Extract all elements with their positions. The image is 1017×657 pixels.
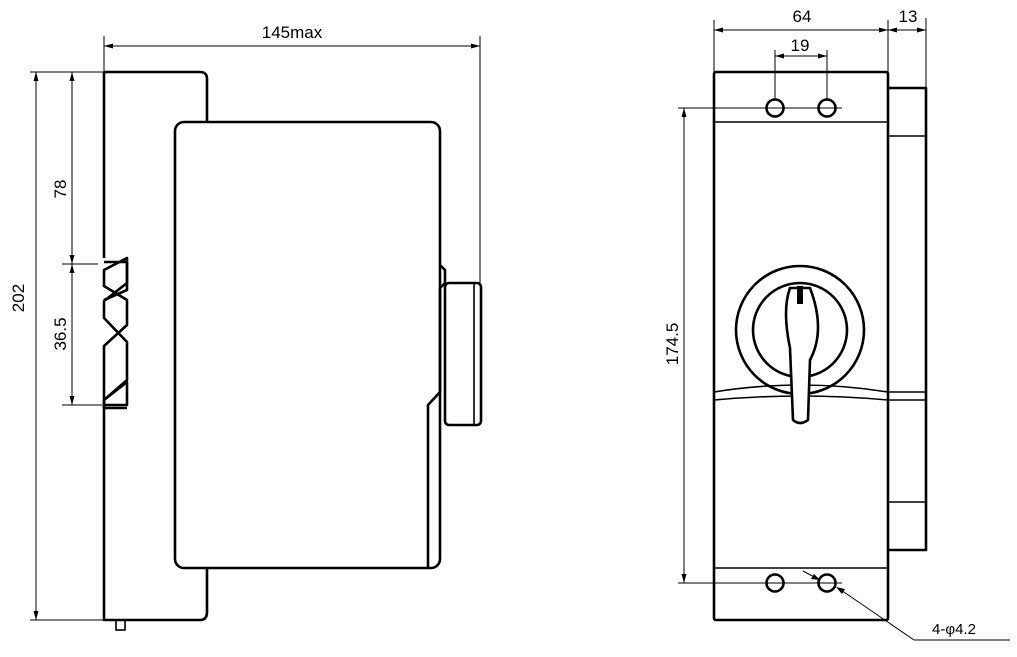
mounting-hole-top-left	[765, 98, 785, 118]
side-front-step	[426, 264, 447, 568]
dim-holes-label: 4-φ4.2	[932, 621, 976, 638]
dimension-height-side: 202	[9, 71, 104, 621]
dimension-width-side: 145max	[103, 23, 481, 286]
front-rear-housing	[888, 86, 928, 552]
dim-width-label: 145max	[262, 23, 323, 42]
dim-hole-spacing-label: 19	[791, 36, 810, 55]
knob-handle	[784, 286, 820, 425]
dim-hole-pitch-label: 174.5	[663, 323, 682, 366]
dimension-top-to-rail: 78	[51, 72, 98, 265]
dim-front-width-label: 64	[793, 7, 812, 26]
side-view: 145max 202 78 36.5	[9, 23, 483, 631]
mounting-hole-bottom-left	[765, 573, 785, 593]
dim-top-rail-label: 78	[51, 180, 70, 199]
dimension-hole-spacing: 19	[774, 36, 828, 100]
front-cover-split	[713, 384, 926, 401]
dimension-depth-offset: 13	[888, 7, 927, 88]
side-handle-profile	[443, 281, 483, 427]
side-main-housing	[173, 120, 442, 570]
mounting-hole-bottom-right	[817, 573, 837, 593]
dim-rail-label: 36.5	[51, 317, 70, 350]
holes-callout: 4-φ4.2	[802, 570, 1010, 641]
din-rail-clip	[102, 260, 129, 410]
dim-offset-label: 13	[899, 7, 918, 26]
front-main-housing	[712, 70, 890, 622]
knob-indicator	[797, 286, 803, 304]
dimension-hole-pitch: 174.5	[663, 107, 842, 584]
side-mounting-body	[102, 70, 209, 622]
front-view: 64 13 19 174.5	[663, 7, 1010, 641]
dimension-rail: 36.5	[51, 264, 102, 406]
side-bottom-tab	[115, 619, 126, 631]
dim-height-label: 202	[9, 284, 28, 312]
mounting-hole-top-right	[817, 98, 837, 118]
dimension-width-front: 64	[713, 7, 889, 72]
